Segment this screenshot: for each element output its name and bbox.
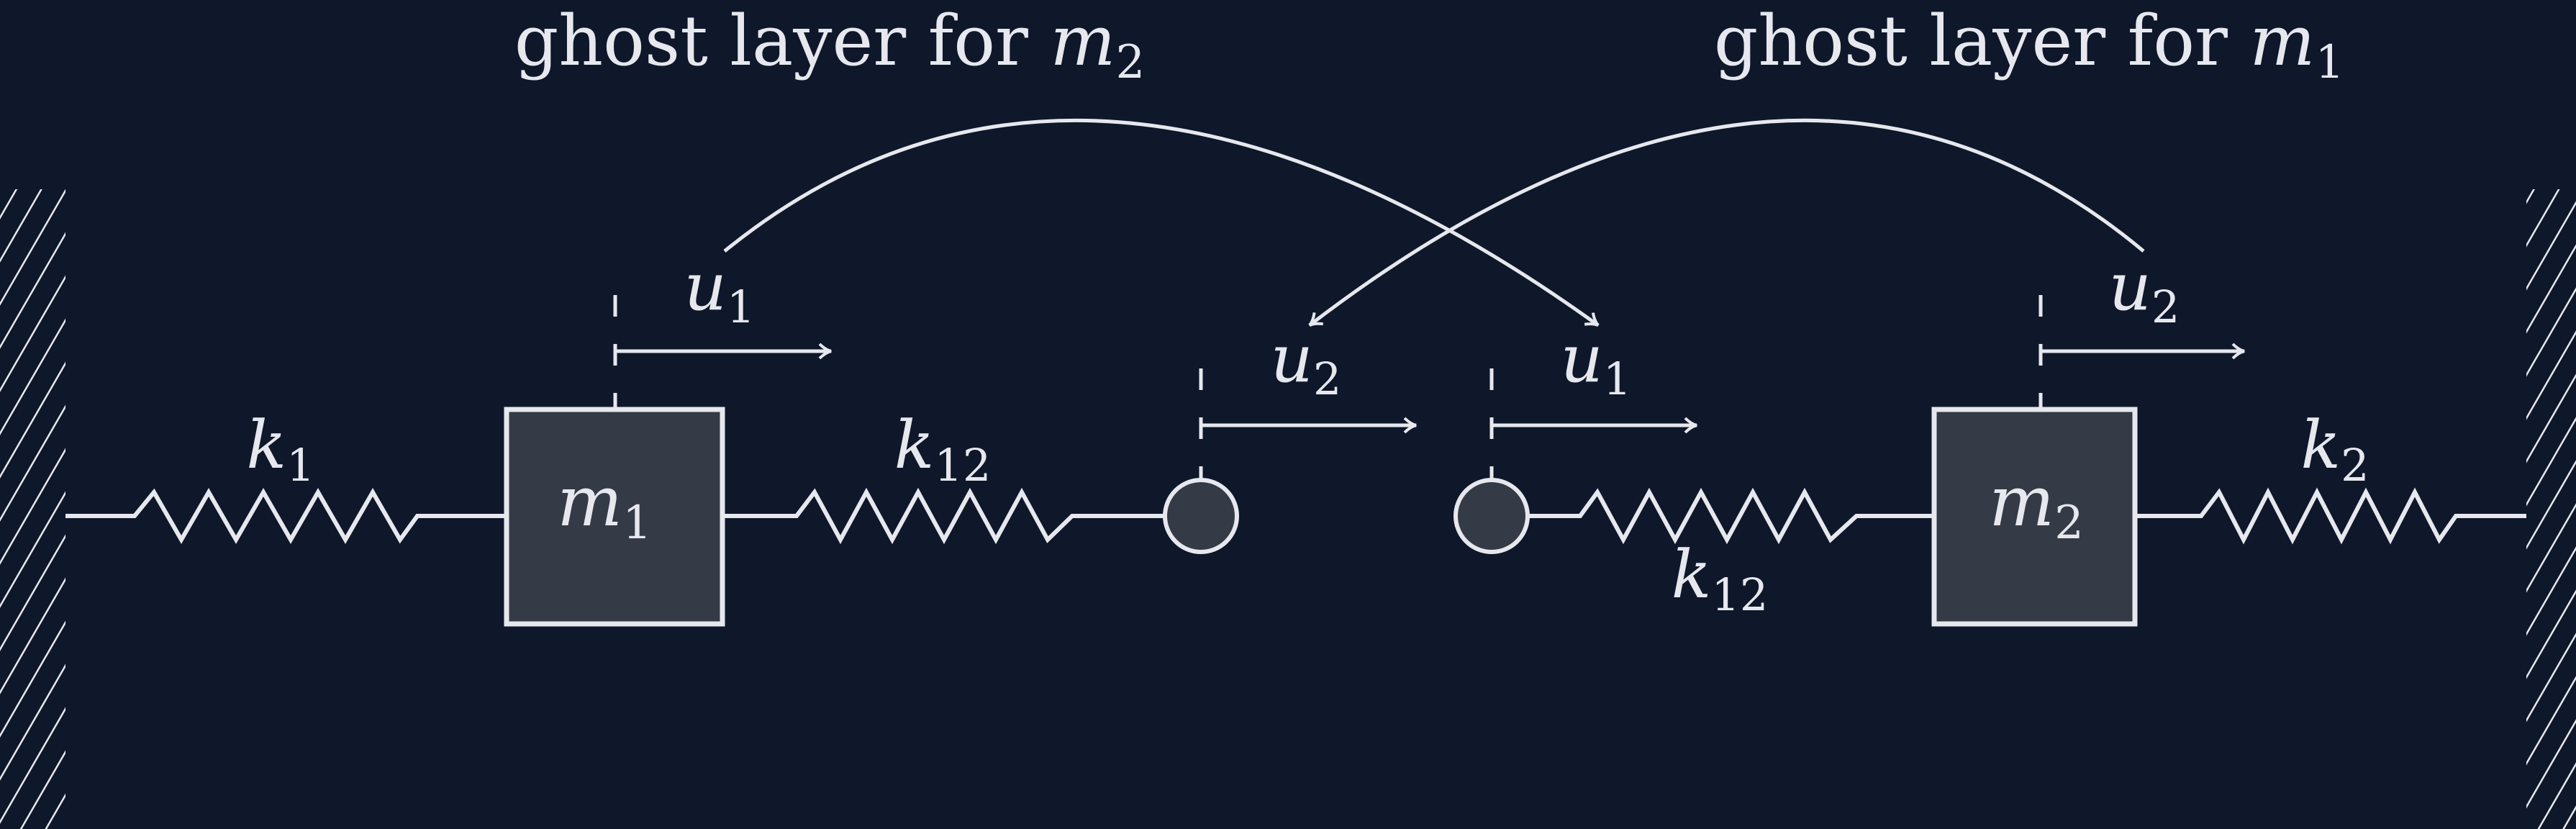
label-u1-m1: u1 [684, 248, 756, 333]
label-k12-left: k12 [894, 407, 992, 491]
label-u2-ghost: u2 [1271, 320, 1342, 405]
mass-m2-box [1931, 407, 2138, 627]
label-k1: k1 [246, 407, 314, 491]
spring-k2 [2137, 487, 2526, 545]
spring-k12-left [725, 487, 1165, 545]
spring-k1 [65, 487, 504, 545]
label-k12-right: k12 [1672, 536, 1769, 621]
arc-m1-to-ghost [723, 118, 1600, 327]
spring-k12-right [1528, 487, 1932, 545]
label-u1-ghost: u1 [1561, 320, 1632, 405]
ghost-node-m2 [1163, 478, 1239, 554]
mass-m1-box [504, 407, 725, 627]
right-wall [2526, 189, 2576, 829]
title-ghost-layer-m1: ghost layer for m1 [1714, 1, 2344, 89]
label-m2: m2 [1989, 461, 2084, 550]
ghost-node-m1 [1453, 478, 1530, 554]
left-wall [0, 189, 65, 829]
label-k2: k2 [2300, 407, 2369, 491]
label-u2-m2: u2 [2109, 248, 2180, 333]
title-ghost-layer-m2: ghost layer for m2 [514, 1, 1145, 89]
label-m1: m1 [557, 461, 652, 550]
arc-m2-to-ghost [1308, 118, 2145, 327]
